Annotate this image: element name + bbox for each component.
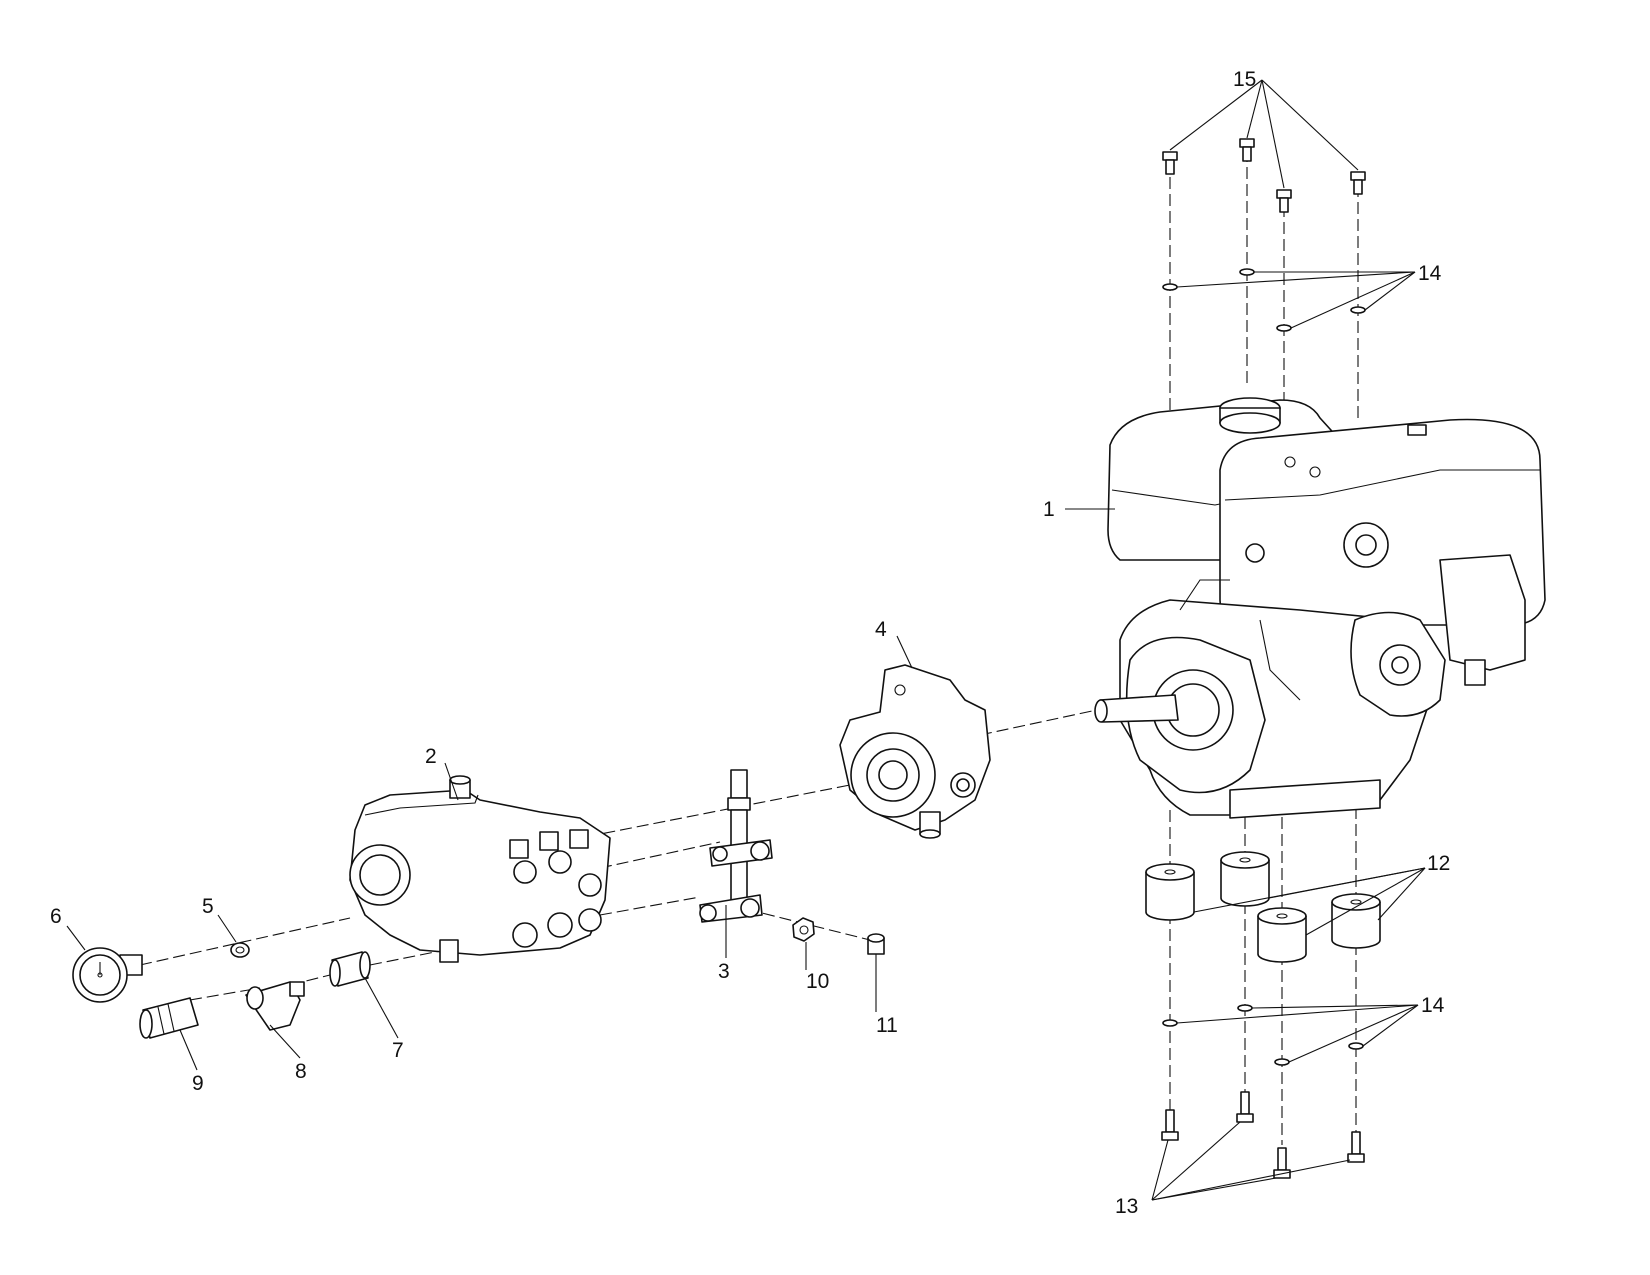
callout-1: 1 <box>1043 498 1055 521</box>
callout-9: 9 <box>192 1072 204 1095</box>
bolt <box>1162 151 1178 175</box>
callout-11: 11 <box>876 1014 898 1037</box>
callout-7: 7 <box>392 1039 404 1062</box>
pump <box>349 775 611 963</box>
bolt <box>1276 189 1292 213</box>
small-fitting <box>867 933 885 955</box>
bottom-washers <box>1162 1004 1364 1066</box>
elbow-fitting <box>245 981 305 1031</box>
callout-12: 12 <box>1427 852 1450 875</box>
nipple-fitting <box>329 951 371 987</box>
bolt <box>1239 138 1255 162</box>
rubber-mount <box>1257 907 1307 963</box>
callout-15: 15 <box>1233 68 1256 91</box>
callout-2: 2 <box>425 745 437 768</box>
quick-coupler <box>139 997 199 1039</box>
callout-14-bottom: 14 <box>1421 994 1445 1017</box>
nut <box>792 917 815 942</box>
callout-6: 6 <box>50 905 62 928</box>
top-bolts <box>1162 138 1366 213</box>
rubber-mount <box>1220 851 1270 907</box>
top-washers <box>1162 268 1366 332</box>
callout-14-top: 14 <box>1418 262 1442 285</box>
plug <box>230 942 250 958</box>
bottom-bolts <box>1161 1091 1365 1179</box>
callout-labels: 1 2 3 4 5 6 7 8 9 10 11 12 13 14 14 15 <box>50 68 1450 1218</box>
rubber-mount <box>1331 893 1381 949</box>
bolt <box>1350 171 1366 195</box>
callout-10: 10 <box>806 970 829 993</box>
rubber-mount <box>1145 863 1195 921</box>
rubber-mounts <box>1145 851 1381 963</box>
adapter-flange <box>839 664 991 839</box>
pressure-gauge <box>72 947 143 1003</box>
bolt <box>1161 1109 1179 1141</box>
bolt <box>1236 1091 1254 1123</box>
bolt <box>1347 1131 1365 1163</box>
engine <box>1094 397 1546 819</box>
callout-13: 13 <box>1115 1195 1138 1218</box>
leader-lines <box>66 79 1426 1201</box>
callout-3: 3 <box>718 960 730 983</box>
callout-8: 8 <box>295 1060 307 1083</box>
tee-fitting <box>699 769 773 923</box>
callout-4: 4 <box>875 618 887 641</box>
callout-5: 5 <box>202 895 214 918</box>
